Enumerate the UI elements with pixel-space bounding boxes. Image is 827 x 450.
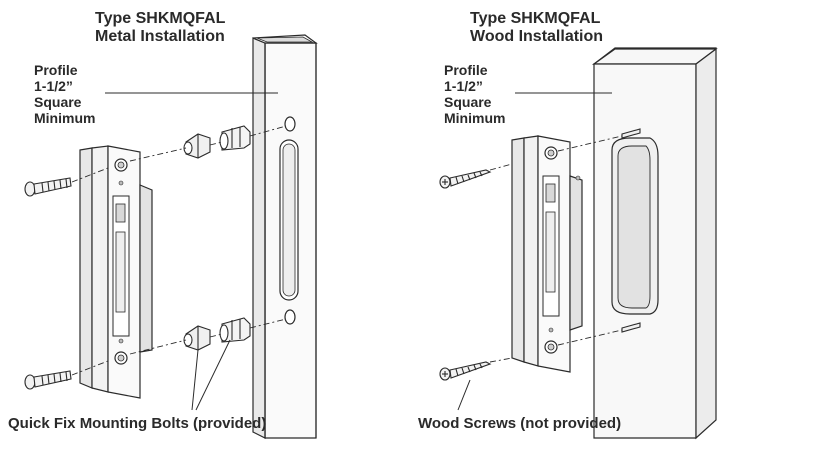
metal-profile-label: Profile 1-1/2” Square Minimum — [34, 62, 95, 126]
wood-title-line1: Type SHKMQFAL — [470, 10, 601, 27]
wood-profile-label: Profile 1-1/2” Square Minimum — [444, 62, 505, 126]
wood-profile-line4: Minimum — [444, 110, 506, 126]
metal-post-holes — [284, 116, 296, 325]
metal-profile-line4: Minimum — [34, 110, 96, 126]
metal-lock-keep — [79, 145, 153, 399]
wood-pilot-holes — [621, 128, 641, 333]
metal-bottom-bolt — [24, 370, 72, 390]
wood-profile-line2: 1-1/2” — [444, 78, 483, 94]
wood-lock-keep — [511, 135, 583, 373]
metal-top-quickfix-nut — [183, 133, 211, 159]
wood-caption-leader — [457, 379, 471, 411]
metal-caption: Quick Fix Mounting Bolts (provided) — [8, 415, 267, 432]
wood-alignment-lines — [489, 135, 623, 363]
metal-bottom-quickfix-sleeve — [219, 317, 251, 343]
wood-profile-line3: Square — [444, 94, 492, 110]
metal-top-quickfix-sleeve — [219, 125, 251, 151]
metal-title-line1: Type SHKMQFAL — [95, 10, 226, 27]
metal-caption-leaders — [191, 339, 231, 411]
metal-top-bolt — [24, 177, 72, 197]
wood-title-line2: Wood Installation — [470, 28, 604, 45]
metal-title-line2: Metal Installation — [95, 28, 225, 45]
wood-top-screw — [439, 169, 492, 189]
metal-profile-line3: Square — [34, 94, 82, 110]
wood-bottom-screw — [439, 361, 492, 381]
metal-bottom-quickfix-nut — [183, 325, 211, 351]
metal-alignment-lines — [71, 125, 287, 376]
wood-profile-line1: Profile — [444, 62, 488, 78]
wood-caption: Wood Screws (not provided) — [418, 415, 622, 432]
metal-profile-line2: 1-1/2” — [34, 78, 73, 94]
wood-post-slot — [611, 137, 659, 315]
metal-profile-line1: Profile — [34, 62, 78, 78]
metal-title: Type SHKMQFAL Metal Installation — [95, 10, 225, 46]
metal-post-slot — [279, 139, 299, 301]
wood-title: Type SHKMQFAL Wood Installation — [470, 10, 603, 46]
